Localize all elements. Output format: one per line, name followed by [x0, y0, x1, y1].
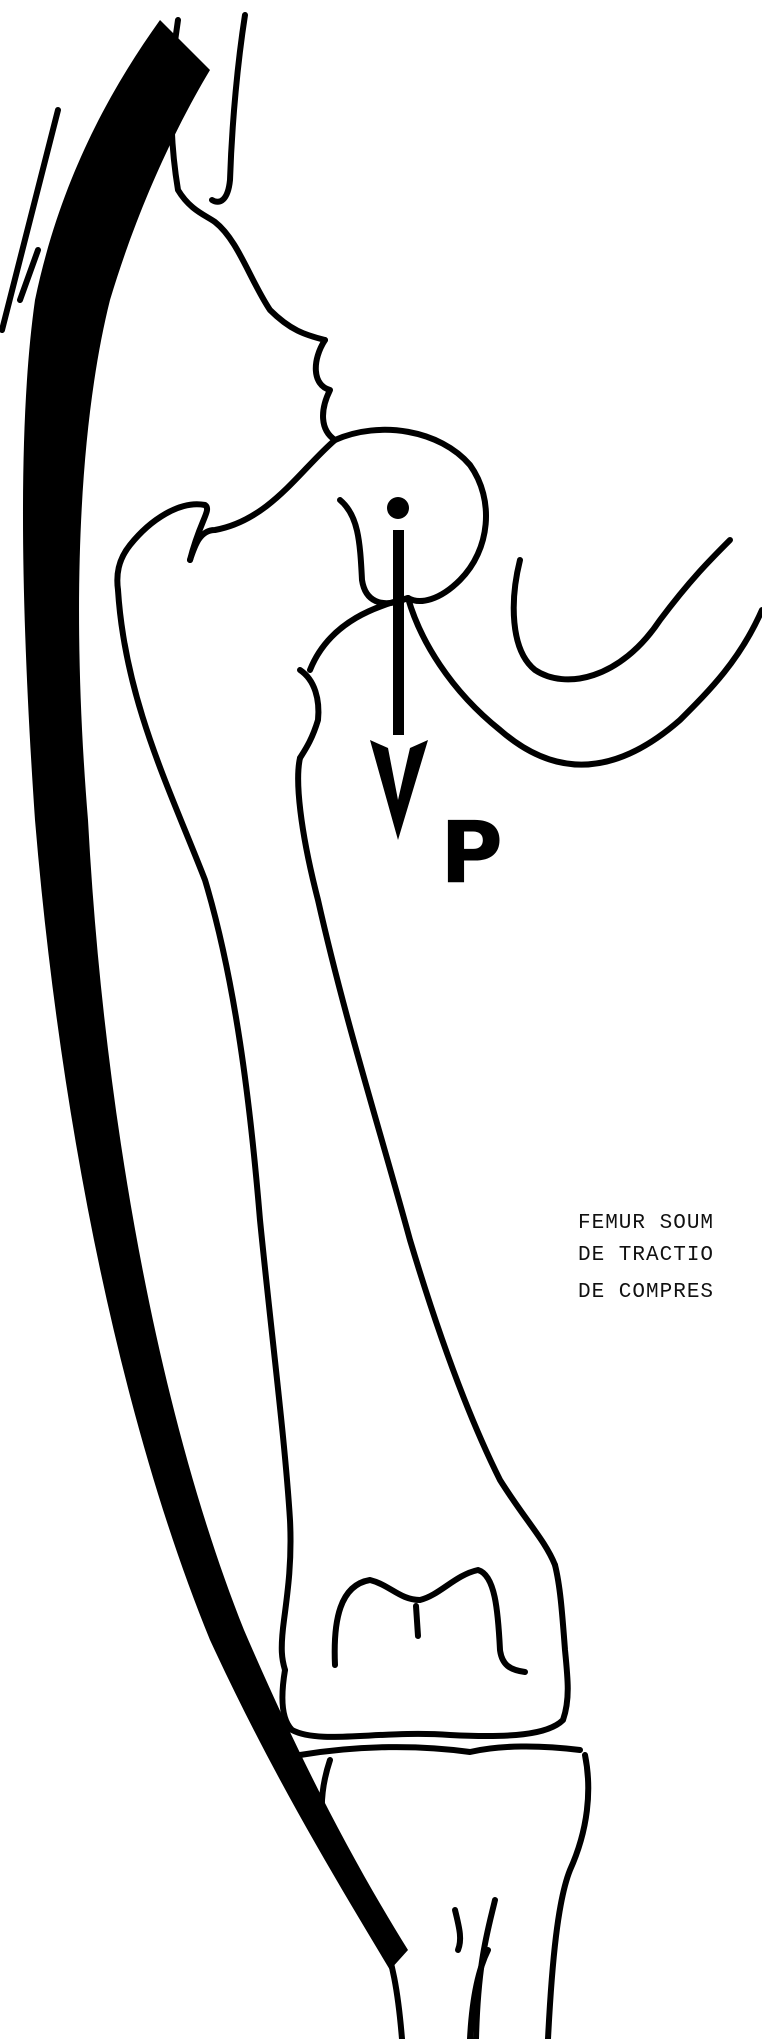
- greater-trochanter: [190, 440, 335, 560]
- tibia-inner-left: [455, 1910, 460, 1950]
- distal-femur: [282, 1565, 567, 1737]
- caption-line-3: DE COMPRES: [578, 1281, 762, 1304]
- knee-joint: [300, 1746, 580, 1755]
- force-label-p: P: [440, 810, 503, 896]
- femur-shaft-lateral: [118, 590, 291, 1670]
- force-arrow: [370, 497, 428, 840]
- obturator-curve: [514, 540, 730, 679]
- caption-line-1: FEMUR SOUM: [578, 1212, 762, 1235]
- lesser-trochanter: [300, 670, 318, 758]
- intercondylar-notch: [335, 1570, 525, 1672]
- trochanter-hook: [117, 504, 207, 590]
- ilium-edge: [212, 15, 245, 202]
- notch-mark: [416, 1606, 418, 1636]
- femur-shaft-medial: [298, 758, 555, 1565]
- femoral-head: [335, 430, 486, 601]
- pelvis-notch: [316, 340, 335, 440]
- muscle-band: [23, 20, 408, 1970]
- tibia-medial: [548, 1755, 588, 2039]
- caption-line-2: DE TRACTIO: [578, 1244, 762, 1267]
- acetabulum-lower: [408, 598, 762, 765]
